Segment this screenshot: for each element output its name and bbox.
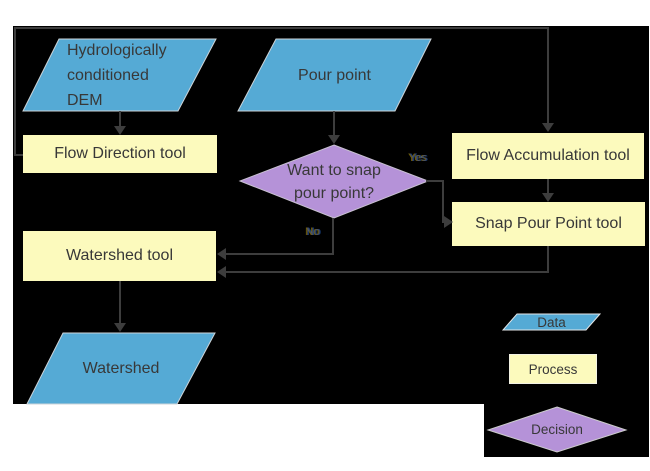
edge-snap-watershedtool-seg2 xyxy=(225,271,549,273)
arrowhead-flowdir-flowaccum xyxy=(542,123,554,132)
arrowhead-watershedtool-watershed xyxy=(114,323,126,332)
edge-watershedtool-watershed xyxy=(119,281,121,325)
pour-point-parallelogram xyxy=(237,38,432,112)
arrowhead-no-watershedtool xyxy=(217,248,226,260)
edge-flowdir-flowaccum-seg4 xyxy=(547,27,549,124)
arrowhead-pourpoint-decision xyxy=(328,135,340,144)
watershed-tool-label: Watershed tool xyxy=(65,247,173,264)
legend-process-label: Process xyxy=(528,361,578,377)
arrowhead-yes-snap xyxy=(444,216,453,228)
snap-pour-point-node: Snap Pour Point tool xyxy=(452,202,645,246)
legend-process-node: Process xyxy=(509,354,597,384)
edge-pourpoint-decision xyxy=(333,111,335,137)
legend-decision-diamond xyxy=(486,406,628,453)
flow-direction-label: Flow Direction tool xyxy=(54,145,186,162)
arrowhead-dem-flowdirection xyxy=(114,126,126,135)
legend-decision-label: Decision xyxy=(531,422,583,437)
watershed-parallelogram xyxy=(26,332,216,405)
edge-yes-seg2 xyxy=(442,180,444,223)
arrowhead-snap-watershedtool xyxy=(217,266,226,278)
arrowhead-flowaccum-snap xyxy=(542,193,554,202)
watershed-tool-node: Watershed tool xyxy=(23,231,216,281)
decision-label: Want to snap pour point? xyxy=(287,161,381,202)
edge-flowdir-flowaccum-seg1 xyxy=(14,154,23,156)
pour-point-label: Pour point xyxy=(298,66,371,84)
snap-pour-point-label: Snap Pour Point tool xyxy=(475,215,622,232)
decision-diamond xyxy=(238,144,430,219)
flow-accumulation-node: Flow Accumulation tool xyxy=(452,133,644,179)
edge-snap-watershedtool-seg1 xyxy=(547,246,549,273)
flow-direction-node: Flow Direction tool xyxy=(23,135,217,173)
yes-branch-label: Yes xyxy=(409,152,427,164)
edge-dem-flowdirection xyxy=(119,111,121,128)
edge-no-seg1 xyxy=(332,218,334,255)
edge-flowdir-flowaccum-seg2 xyxy=(14,27,16,156)
legend-data-label: Data xyxy=(537,315,566,330)
edge-flowdir-flowaccum-seg3 xyxy=(14,27,549,29)
watershed-label: Watershed xyxy=(82,360,160,377)
flow-accumulation-label: Flow Accumulation tool xyxy=(466,147,630,164)
dem-label: Hydrologically conditioned DEM xyxy=(67,41,167,109)
dem-parallelogram xyxy=(22,38,217,112)
no-branch-label: No xyxy=(306,226,321,238)
edge-yes-seg1 xyxy=(426,180,444,182)
edge-no-seg2 xyxy=(225,253,334,255)
legend-data-parallelogram xyxy=(501,313,602,331)
edge-flowaccum-snap xyxy=(547,179,549,195)
